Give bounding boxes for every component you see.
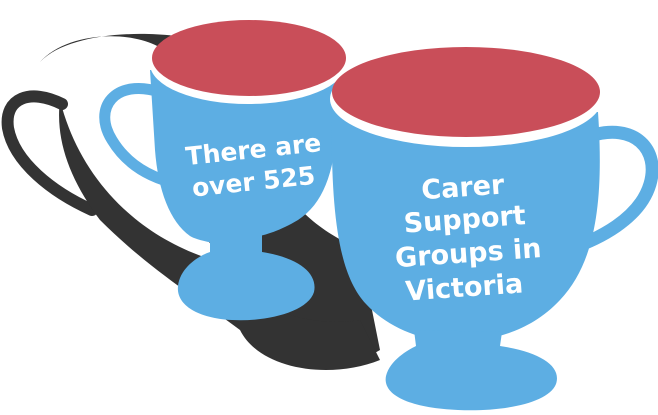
- right-cup-body: [331, 104, 600, 343]
- right-cup: Carer Support Groups in Victoria: [330, 47, 658, 411]
- left-cup-rim-top: [152, 20, 346, 96]
- shadow-cup-lower: [59, 100, 381, 370]
- left-cup-foot: [177, 232, 315, 321]
- left-cup-handle: [99, 82, 184, 190]
- right-cup-foot: [385, 330, 557, 411]
- right-cup-rim-top: [332, 47, 600, 137]
- left-cup-body: [150, 70, 339, 246]
- right-cup-handle: [553, 125, 658, 259]
- shadow-cup-handle: [1, 90, 98, 216]
- left-cup: There are over 525: [99, 20, 346, 321]
